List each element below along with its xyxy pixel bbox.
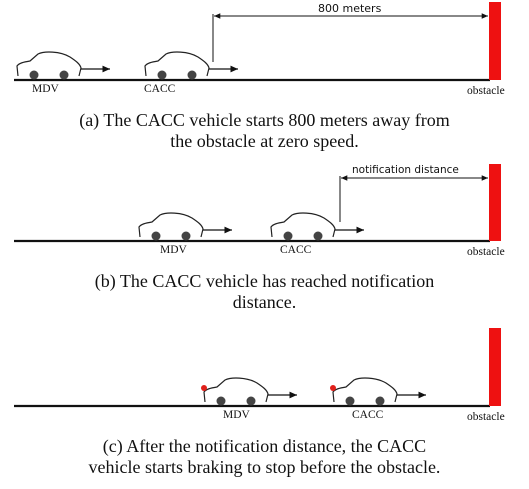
wheel-icon — [59, 70, 69, 80]
caption-b-line-2: distance. — [232, 292, 297, 312]
wheel-icon — [246, 396, 256, 406]
vehicle-label-cacc-c: CACC — [352, 409, 384, 421]
vehicle-label-mdv-b: MDV — [160, 244, 188, 256]
car-cacc-b: CACC — [270, 212, 364, 256]
wheel-icon — [375, 396, 385, 406]
brake-light-icon — [201, 385, 207, 391]
obstacle-b — [489, 164, 501, 241]
caption-a-line-1: (a) The CACC vehicle starts 800 meters a… — [79, 110, 450, 130]
wheel-icon — [313, 231, 323, 241]
car-mdv-b: MDV — [138, 212, 232, 256]
panel-a: obstacle MDV CACC 800 meters — [14, 2, 505, 97]
caption-c-line-1: (c) After the notification distance, the… — [102, 436, 427, 456]
brake-light-icon — [330, 385, 336, 391]
obstacle-c — [489, 328, 501, 406]
obstacle-a — [489, 2, 501, 80]
car-body-cacc-c — [332, 377, 398, 403]
wheel-icon — [216, 396, 226, 406]
car-body-mdv-a — [16, 51, 82, 77]
wheel-icon — [181, 231, 191, 241]
caption-b: (b) The CACC vehicle has reached notific… — [0, 271, 529, 313]
wheel-icon — [187, 70, 197, 80]
panel-b: obstacle MDV CACC notification distance — [14, 164, 505, 258]
wheel-icon — [151, 231, 161, 241]
caption-c-line-2: vehicle starts braking to stop before th… — [88, 457, 441, 477]
car-cacc-c: CACC — [330, 377, 426, 421]
wheel-icon — [345, 396, 355, 406]
wheel-icon — [283, 231, 293, 241]
car-body-mdv-b — [138, 212, 204, 238]
car-mdv-a: MDV — [16, 51, 110, 95]
vehicle-label-cacc-b: CACC — [280, 244, 312, 256]
obstacle-label-c: obstacle — [467, 411, 505, 423]
obstacle-label-b: obstacle — [467, 246, 505, 258]
car-body-mdv-c — [203, 377, 269, 403]
caption-c: (c) After the notification distance, the… — [0, 436, 529, 478]
wheel-icon — [29, 70, 39, 80]
wheel-icon — [157, 70, 167, 80]
car-body-cacc-b — [270, 212, 336, 238]
car-mdv-c: MDV — [201, 377, 297, 421]
caption-a: (a) The CACC vehicle starts 800 meters a… — [0, 110, 529, 152]
panel-c: obstacle MDV CACC — [14, 328, 505, 423]
distance-label-b: notification distance — [352, 164, 459, 176]
caption-a-line-2: the obstacle at zero speed. — [170, 131, 359, 151]
vehicle-label-mdv-c: MDV — [223, 409, 251, 421]
car-cacc-a: CACC — [144, 51, 238, 95]
obstacle-label-a: obstacle — [467, 85, 505, 97]
caption-b-line-1: (b) The CACC vehicle has reached notific… — [94, 271, 435, 291]
distance-label-a: 800 meters — [318, 2, 382, 15]
vehicle-label-cacc-a: CACC — [144, 83, 176, 95]
vehicle-label-mdv-a: MDV — [32, 83, 60, 95]
car-body-cacc-a — [144, 51, 210, 77]
